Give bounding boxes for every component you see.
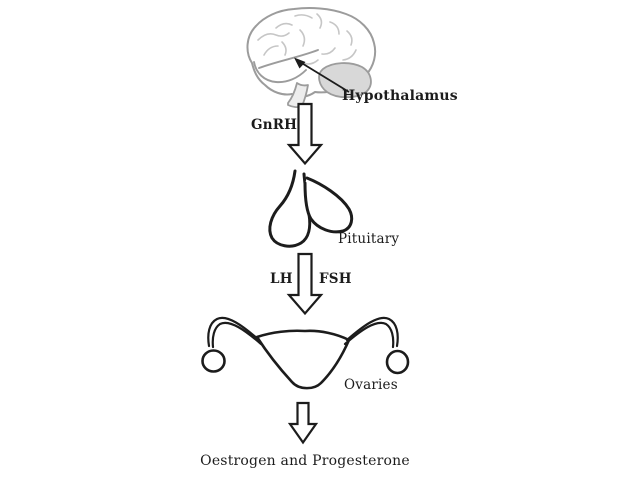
temporal-lobe-line [253,61,307,84]
gnrh-flow-arrow [286,102,324,166]
ovary-right [385,349,410,375]
brain-illustration [246,7,377,108]
fallopian-tube-right-inner [343,321,395,349]
gnrh-label: GnRH [251,117,298,133]
lateral-fissure [258,49,319,69]
lh-fsh-flow-arrow [286,252,324,316]
fsh-label: FSH [319,271,352,287]
lh-label: LH [270,271,293,287]
fallopian-tube-left-outer [207,316,261,348]
hypothalamus-pointer-arrow [294,57,350,93]
uterus-body [255,329,351,390]
pituitary-posterior-lobe [303,176,354,234]
fallopian-tube-right-outer [345,316,399,348]
ovaries-label: Ovaries [344,377,398,393]
pituitary-illustration [268,169,354,248]
output-flow-arrow [287,401,319,445]
cerebellum [318,62,372,99]
ovary-left [201,349,226,373]
hypothalamus-label: Hypothalamus [342,88,458,104]
output-hormones-label: Oestrogen and Progesterone [200,453,410,469]
pituitary-label: Pituitary [338,231,400,247]
fallopian-tube-left-inner [211,321,263,349]
ovaries-illustration [201,316,410,390]
brain-sulci-lines [257,13,357,65]
